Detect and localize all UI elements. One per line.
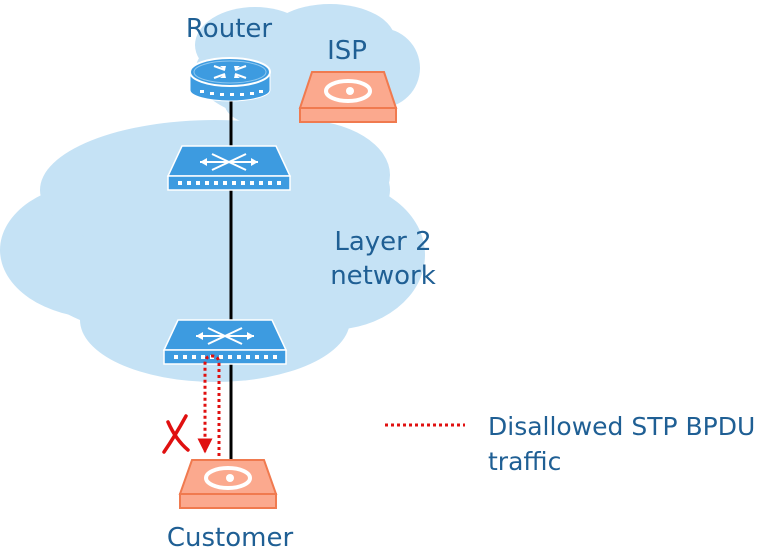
isp-device-icon <box>298 71 398 123</box>
router-label: Router <box>186 14 272 44</box>
layer2-label-line2: network <box>330 261 436 291</box>
router-icon <box>189 57 271 102</box>
legend-label-line2: traffic <box>488 447 561 476</box>
x-mark-icon <box>162 414 190 454</box>
disallowed-bpdu-path <box>197 354 221 456</box>
customer-device-icon <box>178 459 278 509</box>
legend-label-line1: Disallowed STP BPDU <box>488 412 755 441</box>
switch-icon-bottom <box>162 319 288 365</box>
layer2-label-line1: Layer 2 <box>334 227 431 257</box>
isp-label: ISP <box>327 36 367 66</box>
switch-icon-top <box>166 145 292 191</box>
customer-label: Customer <box>167 523 294 548</box>
